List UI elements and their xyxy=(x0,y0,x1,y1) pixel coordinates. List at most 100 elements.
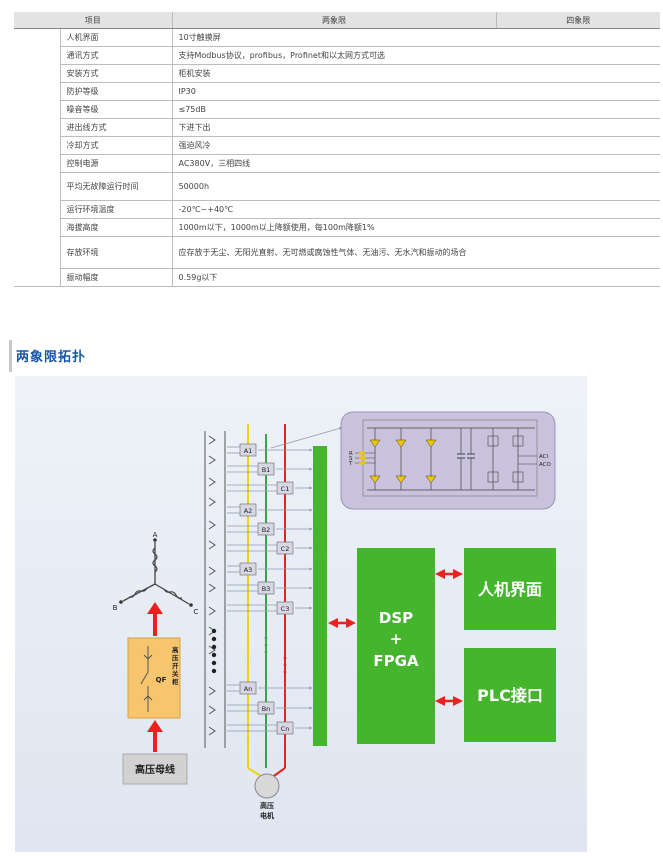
row-label: 通讯方式 xyxy=(59,46,173,65)
row-indent-cell xyxy=(14,268,60,287)
breaker-chevron-bottom xyxy=(143,695,153,701)
row-indent-cell xyxy=(14,83,60,101)
phase-ellipsis-dot xyxy=(246,636,250,640)
bus-box xyxy=(122,753,188,785)
power-cell xyxy=(239,443,257,457)
dsp-fpga-block xyxy=(357,548,435,744)
row-value: 下进下出 xyxy=(172,118,660,137)
diode-icon xyxy=(369,439,381,448)
power-cell xyxy=(276,481,294,495)
switchgear-label: 高压开关柜 xyxy=(171,645,179,686)
winding-icon xyxy=(208,566,216,576)
row-value: 应存放于无尘、无阳光直射、无可燃或腐蚀性气体、无油污、无水汽和振动的场合 xyxy=(172,236,660,269)
diode-icon xyxy=(425,475,437,484)
row-indent-cell xyxy=(14,173,60,201)
phase-ellipsis-dot xyxy=(264,650,268,654)
power-cell-label: B1 xyxy=(262,466,271,474)
diode-icon xyxy=(425,439,437,448)
phase-ellipsis-dot xyxy=(264,636,268,640)
row-label: 平均无故障运行时间 xyxy=(59,172,173,201)
motor-icon xyxy=(254,773,280,799)
power-cell-label: A3 xyxy=(244,566,253,574)
section-title: 两象限拓扑 xyxy=(16,350,87,365)
power-cell-label: B2 xyxy=(262,526,271,534)
breaker-contact xyxy=(140,671,149,685)
hmi-block xyxy=(464,548,556,630)
table-row: 运行环境温度-20℃~+40℃ xyxy=(14,200,660,219)
diode-icon xyxy=(369,475,381,484)
row-label: 安装方式 xyxy=(59,64,173,83)
table-row: 存放环境应存放于无尘、无阳光直射、无可燃或腐蚀性气体、无油污、无水汽和振动的场合 xyxy=(14,236,660,269)
power-cell xyxy=(239,681,257,695)
inverter-output-label: ACO xyxy=(539,462,552,468)
arrow-head-lower xyxy=(147,720,163,732)
winding-icon xyxy=(208,583,216,593)
row-indent-cell xyxy=(14,119,60,137)
row-indent-cell xyxy=(14,137,60,155)
row-indent-cell xyxy=(14,219,60,237)
row-label: 冷却方式 xyxy=(59,136,173,155)
row-indent-cell xyxy=(14,237,60,269)
header-item: 项目 xyxy=(14,12,173,29)
motor-label-line1: 高压 xyxy=(260,801,274,810)
winding-icon xyxy=(208,520,216,530)
panel-pointer-line xyxy=(270,426,343,449)
table-row: 安装方式柜机安装 xyxy=(14,64,660,83)
power-cell-label: A1 xyxy=(244,447,253,455)
phase-ellipsis-dot xyxy=(246,650,250,654)
table-row: 通讯方式支持Modbus协议，profibus，Profinet和以太网方式可选 xyxy=(14,46,660,65)
row-label: 运行环境温度 xyxy=(59,200,173,219)
plc-label: PLC接口 xyxy=(477,686,543,705)
input-fuse-icon xyxy=(359,451,365,455)
dsp-label-line1: DSP xyxy=(379,609,413,627)
hmi-label: 人机界面 xyxy=(478,580,542,599)
winding-icon xyxy=(208,606,216,616)
power-cell-label: C3 xyxy=(281,605,290,613)
row-label: 振动幅度 xyxy=(59,268,173,287)
input-fuse-icon xyxy=(359,456,365,460)
igbt-icon xyxy=(512,471,524,483)
row-value: 支持Modbus协议，profibus，Profinet和以太网方式可选 xyxy=(172,46,660,65)
winding-icon xyxy=(208,726,216,736)
row-label: 人机界面 xyxy=(59,28,173,47)
power-cell xyxy=(257,462,275,476)
breaker-label: QF xyxy=(156,676,167,684)
inverter-input-label: R xyxy=(349,451,353,457)
phase-ellipsis-dot xyxy=(283,670,287,674)
power-cell-label: An xyxy=(244,685,253,693)
phase-ellipsis-dot xyxy=(264,643,268,647)
three-phase-star xyxy=(119,538,193,607)
power-cell-label: Cn xyxy=(281,725,290,733)
table-row: 冷却方式强迫风冷 xyxy=(14,136,660,155)
power-cell xyxy=(276,541,294,555)
row-indent-cell xyxy=(14,29,60,47)
phase-ellipsis-dot xyxy=(283,663,287,667)
winding-icon xyxy=(208,645,216,655)
dsp-label-line2: + xyxy=(390,630,403,648)
row-indent-cell xyxy=(14,101,60,119)
header-four-quadrant: 四象限 xyxy=(496,12,660,29)
igbt-icon xyxy=(487,435,499,447)
winding-icon xyxy=(208,705,216,715)
switchgear-cabinet xyxy=(127,637,181,719)
winding-icon xyxy=(208,686,216,696)
diode-icon xyxy=(395,439,407,448)
row-value: -20℃~+40℃ xyxy=(172,200,660,219)
header-two-quadrant: 两象限 xyxy=(172,12,497,29)
arrow-head-upper xyxy=(147,602,163,614)
section-accent-bar xyxy=(9,340,12,372)
power-cell xyxy=(239,503,257,517)
row-label: 噪音等级 xyxy=(59,100,173,119)
table-row: 噪音等级≤75dB xyxy=(14,100,660,119)
phase-ellipsis-dot xyxy=(246,643,250,647)
power-cell xyxy=(257,581,275,595)
row-value: 柜机安装 xyxy=(172,64,660,83)
power-cell-label: Bn xyxy=(262,705,271,713)
winding-icon xyxy=(208,435,216,445)
inverter-output-label: ACI xyxy=(539,454,549,460)
